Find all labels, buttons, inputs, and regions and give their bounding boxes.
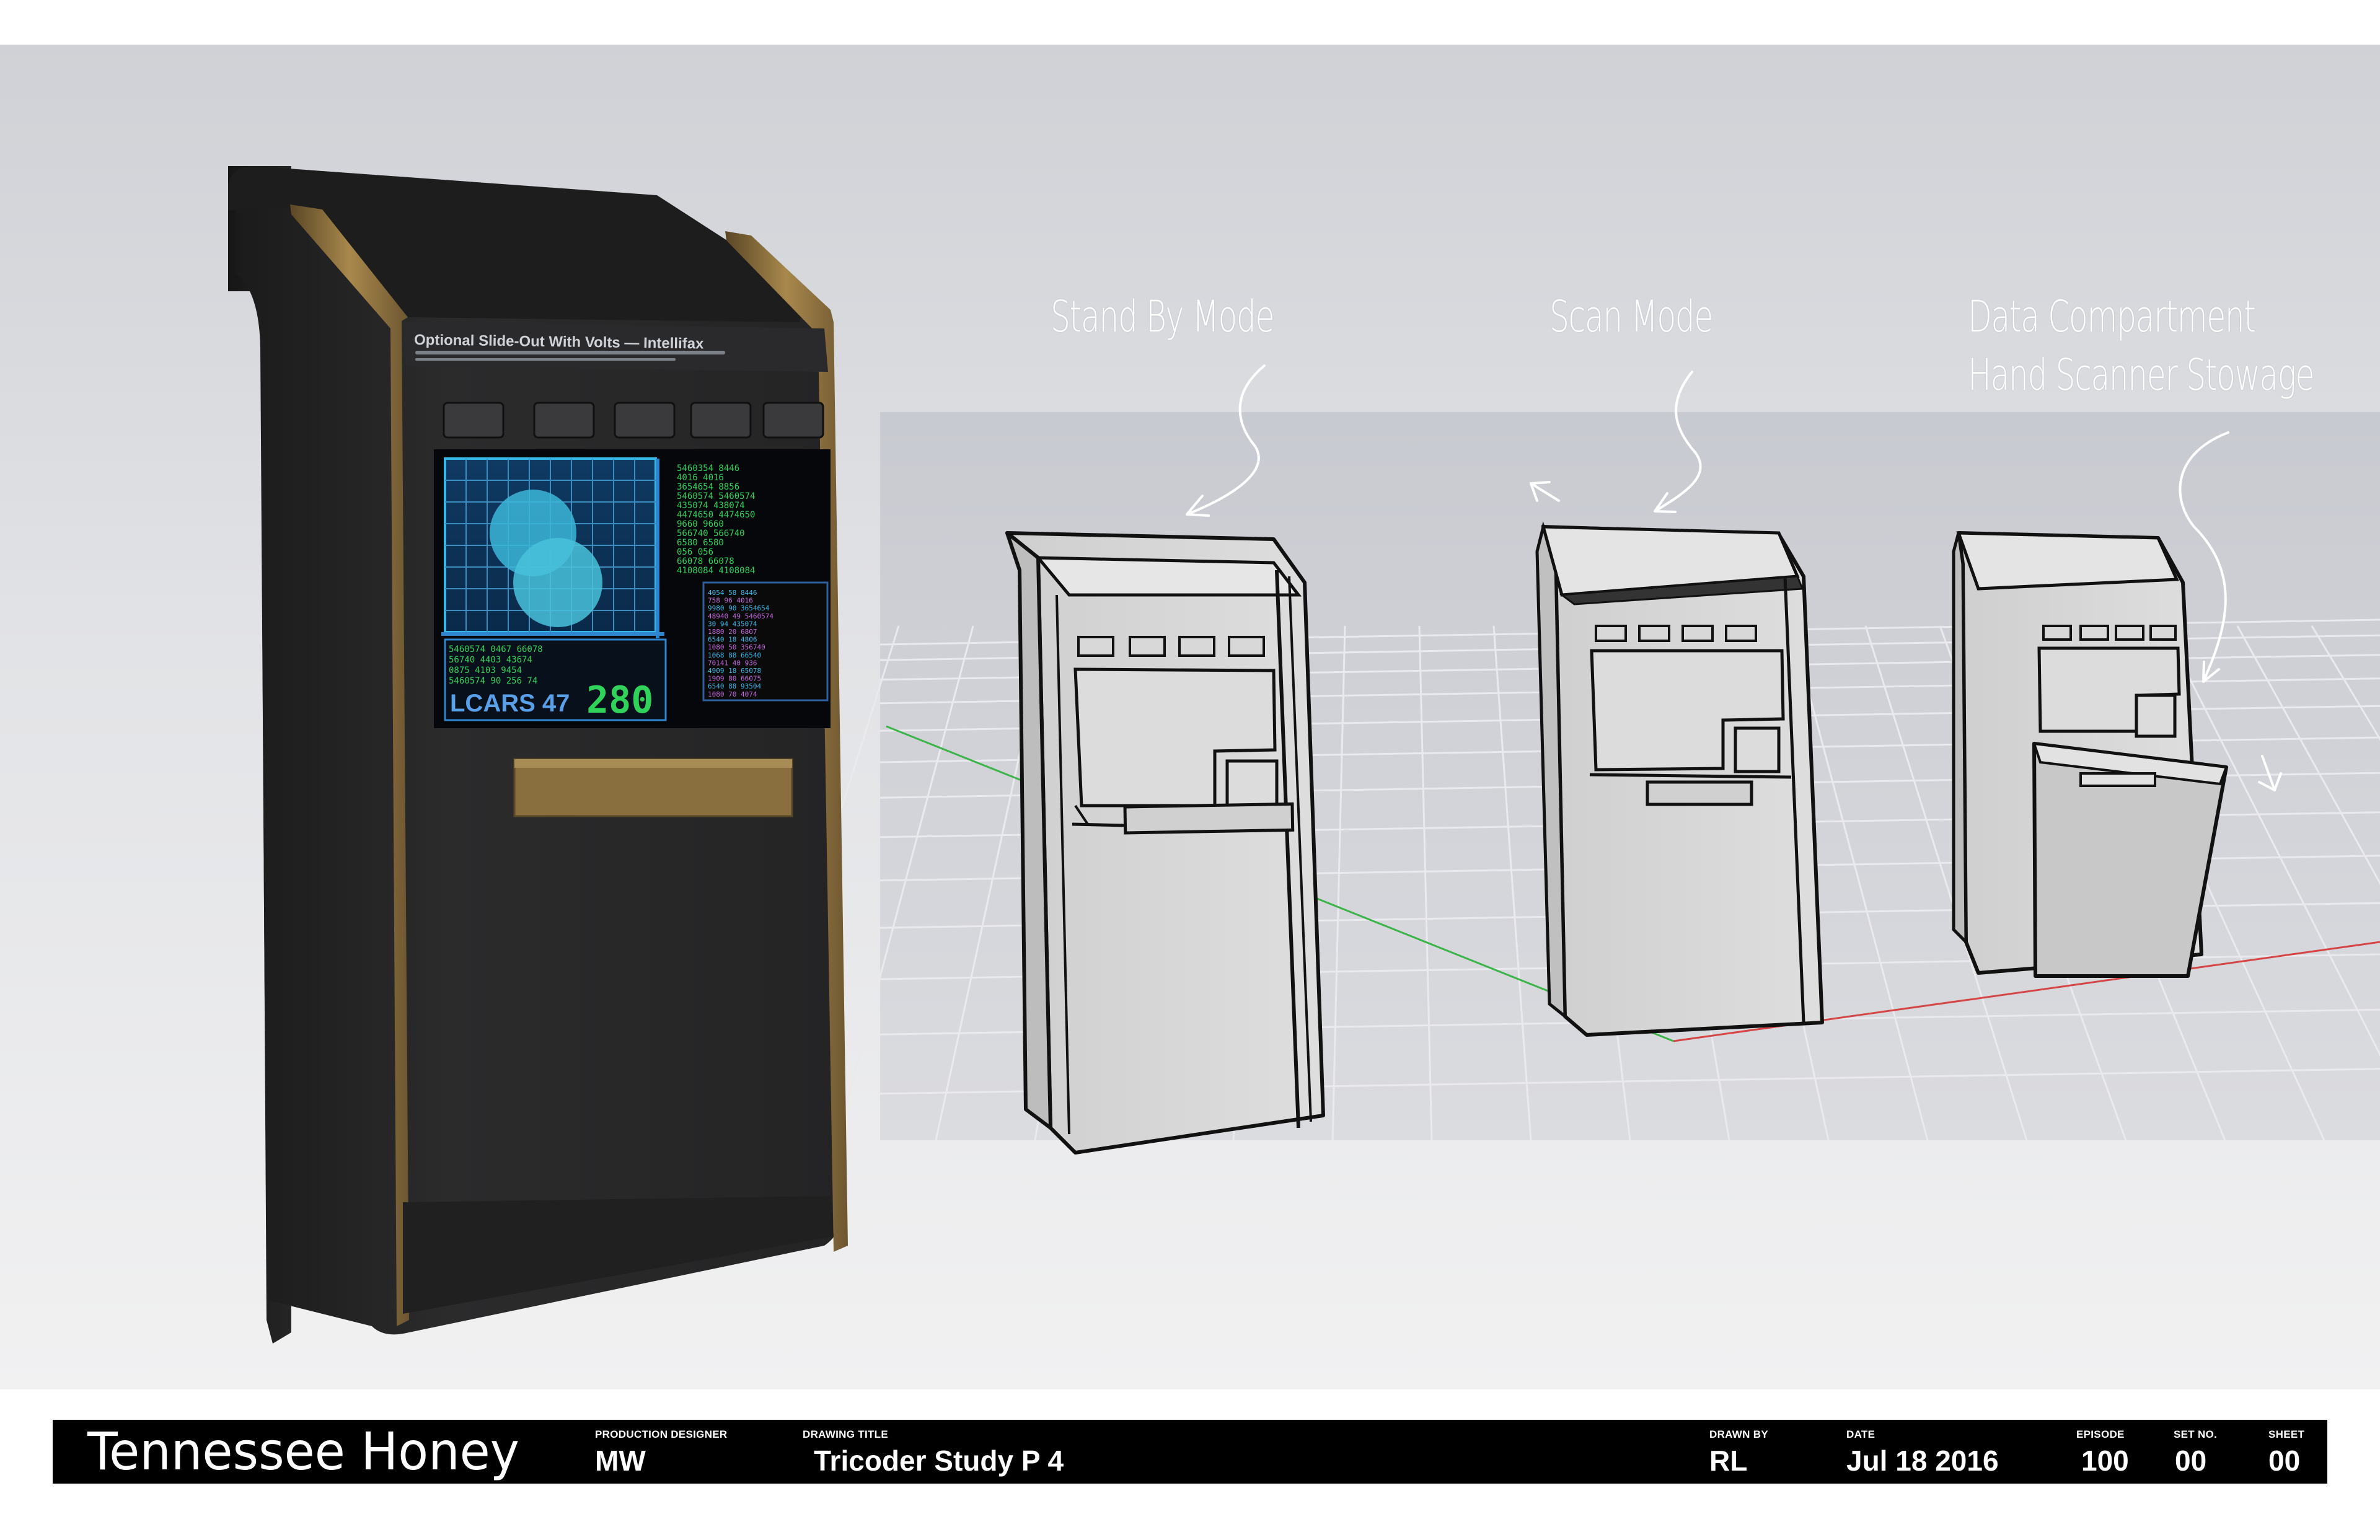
grid-line xyxy=(1418,625,1433,1141)
grid-line xyxy=(1864,625,2028,1141)
grid-line xyxy=(2311,625,2380,741)
label-drawing-title: DRAWING TITLE xyxy=(803,1428,888,1440)
callout-standby: Stand By Mode xyxy=(1051,291,1274,342)
display-lower-panel xyxy=(444,638,667,721)
title-block: Tennessee Honey PRODUCTION DESIGNER MW D… xyxy=(53,1420,2327,1484)
console-label-dots xyxy=(415,351,725,361)
display-small-number: 1909 80 66075 xyxy=(708,675,761,683)
console-slot-handle-shade xyxy=(514,759,792,768)
arrow-scan-up xyxy=(1530,481,1560,502)
console-lower-bevel xyxy=(403,1196,834,1314)
display-number: 5460354 8446 xyxy=(677,464,739,473)
label-episode: EPISODE xyxy=(2076,1428,2125,1440)
value-date: Jul 18 2016 xyxy=(1846,1445,1999,1477)
display-number: 5460574 5460574 xyxy=(677,491,755,501)
display-number: 9660 9660 xyxy=(677,519,724,529)
display-small-number: 30 94 435074 xyxy=(708,620,757,628)
display-number: 435074 438074 xyxy=(677,501,745,511)
label-set-no: SET NO. xyxy=(2174,1428,2218,1440)
label-sheet: SHEET xyxy=(2268,1428,2305,1440)
show-title: Tennessee Honey xyxy=(87,1421,519,1482)
grid-line xyxy=(835,625,974,1141)
display-lower-number: 5460574 0467 66078 xyxy=(449,645,543,654)
arrow-scan xyxy=(1654,371,1702,513)
display-sub-panel xyxy=(702,581,829,702)
display-frame-line xyxy=(441,632,664,636)
brass-trim-right xyxy=(725,231,848,1252)
model-scan xyxy=(1535,521,1824,1037)
display-frame-line-right xyxy=(656,459,659,638)
value-set-no: 00 xyxy=(2175,1445,2207,1477)
grid-line xyxy=(2162,625,2380,1057)
label-date: DATE xyxy=(1846,1428,1875,1440)
display-number: 056 056 xyxy=(677,547,713,557)
display-small-number: 1068 88 66540 xyxy=(708,651,761,659)
console-button-3 xyxy=(614,402,676,439)
display-small-number: 1080 70 4074 xyxy=(708,690,757,698)
render-artboard: Optional Slide-Out With Volts — Intellif… xyxy=(0,45,2380,1389)
display-lower-number: 0875 4103 9454 xyxy=(449,666,522,675)
tricoder-console-render: Optional Slide-Out With Volts — Intellif… xyxy=(228,166,848,1344)
display-number: 4474650 4474650 xyxy=(677,510,755,520)
console-label-text: Optional Slide-Out With Volts — Intellif… xyxy=(414,332,704,353)
console-button-1 xyxy=(443,402,505,439)
display-small-number: 6540 88 93504 xyxy=(708,682,761,690)
brass-trim-left xyxy=(290,205,409,1326)
display-readout-main: 280 xyxy=(586,679,653,722)
display-lower-number: 5460574 90 256 74 xyxy=(449,676,537,686)
console-button-2 xyxy=(533,402,595,439)
display-small-number: 4054 58 8446 xyxy=(708,589,757,597)
callout-data-line2: Hand Scanner Stowage xyxy=(1968,350,2315,400)
grid-line xyxy=(1331,625,1346,1141)
arrow-data xyxy=(2179,431,2229,683)
grid-line xyxy=(2236,625,2380,886)
display-number: 6580 6580 xyxy=(677,538,724,548)
label-drawn-by: DRAWN BY xyxy=(1709,1428,1768,1440)
grid-line xyxy=(1790,625,1929,1141)
display-small-number: 758 96 4016 xyxy=(708,597,753,605)
callout-data-line1: Data Compartment xyxy=(1968,291,2256,342)
console-button-row xyxy=(443,402,824,439)
value-sheet: 00 xyxy=(2268,1445,2301,1477)
console-button-4 xyxy=(690,402,752,439)
value-drawing-title: Tricoder Study P 4 xyxy=(814,1445,1064,1477)
model-data-compartment xyxy=(1952,531,2228,978)
display-small-number: 48940 49 5460574 xyxy=(708,612,774,620)
label-production-designer: PRODUCTION DESIGNER xyxy=(595,1428,728,1440)
callout-arrows xyxy=(1186,364,2282,791)
value-drawn-by: RL xyxy=(1709,1445,1748,1477)
display-number: 4016 4016 xyxy=(677,473,724,483)
display-number: 566740 566740 xyxy=(677,529,745,539)
display-small-number: 1080 50 356740 xyxy=(708,643,765,651)
console-button-5 xyxy=(762,402,824,439)
arrow-standby xyxy=(1186,364,1266,517)
display-small-number: 9980 90 3654654 xyxy=(708,604,770,612)
grid-line xyxy=(1492,625,1532,1141)
display-small-number: 4909 18 65078 xyxy=(708,667,761,675)
display-small-number: 70141 40 936 xyxy=(708,659,757,667)
display-number: 3654654 8856 xyxy=(677,482,739,492)
arrow-data-tail xyxy=(2258,755,2282,791)
display-small-number: 1880 20 6807 xyxy=(708,628,757,636)
display-lower-number: 56740 4403 43674 xyxy=(449,655,532,665)
display-small-number: 6540 18 4806 xyxy=(708,636,757,644)
console-slot-handle xyxy=(513,758,793,817)
display-scan-blob-2 xyxy=(513,538,602,627)
display-number: 66078 66078 xyxy=(677,557,734,566)
render-scene: Optional Slide-Out With Volts — Intellif… xyxy=(228,166,2380,1344)
callout-scan: Scan Mode xyxy=(1549,291,1713,342)
display-readout-logo: LCARS 47 xyxy=(450,690,570,717)
model-standby xyxy=(1005,531,1325,1155)
display-number: 4108084 4108084 xyxy=(677,566,755,576)
value-episode: 100 xyxy=(2081,1445,2129,1477)
value-production-designer: MW xyxy=(595,1445,646,1477)
